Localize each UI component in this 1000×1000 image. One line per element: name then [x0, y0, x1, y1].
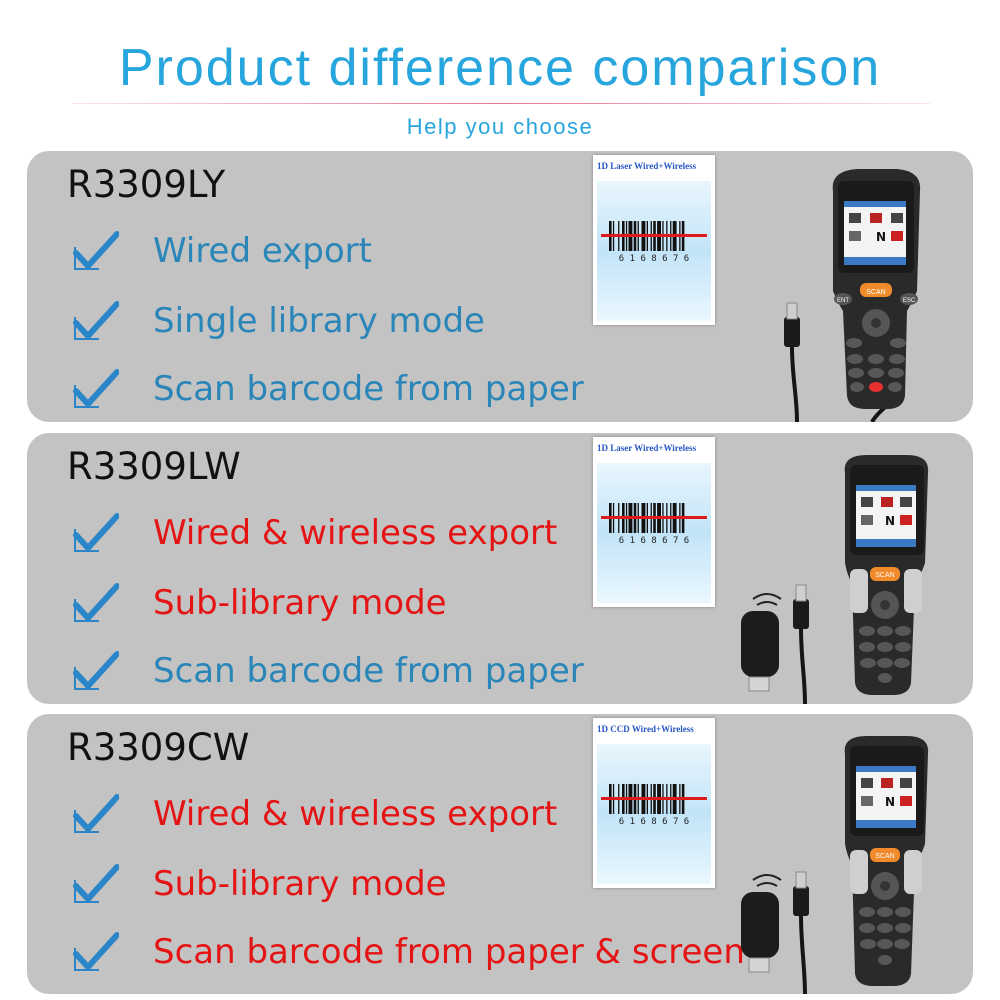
svg-text:ENT: ENT [837, 298, 849, 304]
barcode-area: 6 1 6 8 6 7 6 [597, 463, 711, 603]
card-label: 1D Laser Wired+Wireless [597, 161, 697, 171]
feature-text: Wired export [153, 231, 372, 271]
title-divider [72, 103, 930, 104]
check-icon [73, 369, 119, 408]
card-label: 1D Laser Wired+Wireless [597, 443, 697, 453]
feature-text: Wired & wireless export [153, 794, 558, 834]
check-icon [73, 651, 119, 690]
feature-text: Sub-library mode [153, 864, 447, 904]
product-panel-r3309ly: R3309LY Wired export Single library mode… [27, 151, 973, 422]
svg-text:SCAN: SCAN [875, 853, 894, 860]
check-icon [73, 583, 119, 622]
handheld-scanner-icon: N SCAN ENT ESC [832, 169, 921, 409]
check-icon [73, 932, 119, 971]
feature-text: Single library mode [153, 301, 485, 341]
device-illustration: N SCAN [741, 736, 929, 994]
feature-text: Wired & wireless export [153, 513, 558, 553]
model-name: R3309CW [67, 726, 250, 769]
barcode-card: 1D CCD Wired+Wireless 6 1 6 8 6 7 6 [593, 718, 715, 888]
barcode-digits: 6 1 6 8 6 7 6 [619, 536, 689, 546]
wireless-dongle-icon [741, 874, 782, 973]
barcode-icon: 6 1 6 8 6 7 6 [601, 221, 707, 264]
feature-text: Scan barcode from paper & screen [153, 932, 745, 972]
barcode-digits: 6 1 6 8 6 7 6 [619, 254, 689, 264]
svg-text:N: N [885, 514, 895, 528]
page-subtitle: Help you choose [406, 114, 594, 139]
barcode-icon: 6 1 6 8 6 7 6 [601, 503, 707, 546]
page-title: Product difference comparison [118, 39, 882, 97]
feature-text: Scan barcode from paper [153, 651, 584, 691]
model-name: R3309LW [67, 445, 241, 488]
laser-line [601, 234, 707, 237]
feature-text: Sub-library mode [153, 583, 447, 623]
check-icon [73, 864, 119, 903]
barcode-area: 6 1 6 8 6 7 6 [597, 181, 711, 321]
barcode-area: 6 1 6 8 6 7 6 [597, 744, 711, 884]
check-icon [73, 513, 119, 552]
svg-text:N: N [876, 230, 886, 244]
feature-text: Scan barcode from paper [153, 369, 584, 409]
usb-cable-icon [793, 871, 809, 994]
wireless-dongle-icon [741, 593, 782, 692]
check-icon [73, 794, 119, 833]
product-panel-r3309cw: R3309CW Wired & wireless export Sub-libr… [27, 714, 973, 994]
handheld-scanner-icon: N SCAN [844, 455, 929, 695]
barcode-digits: 6 1 6 8 6 7 6 [619, 817, 689, 827]
model-name: R3309LY [67, 163, 226, 206]
device-illustration: N SCAN ENT ESC [784, 169, 921, 422]
barcode-card: 1D Laser Wired+Wireless 6 1 6 8 6 7 6 [593, 155, 715, 325]
laser-line [601, 797, 707, 800]
usb-cable-icon [793, 584, 809, 704]
handheld-scanner-icon: N SCAN [844, 736, 929, 986]
svg-text:ESC: ESC [903, 298, 916, 304]
svg-text:N: N [885, 795, 895, 809]
device-illustration: N SCAN [741, 455, 929, 704]
card-label: 1D CCD Wired+Wireless [597, 724, 694, 734]
check-icon [73, 231, 119, 270]
svg-text:SCAN: SCAN [875, 572, 894, 579]
svg-text:SCAN: SCAN [866, 289, 885, 296]
laser-line [601, 516, 707, 519]
check-icon [73, 301, 119, 340]
usb-cable-icon [784, 302, 899, 422]
barcode-card: 1D Laser Wired+Wireless 6 1 6 8 6 7 6 [593, 437, 715, 607]
barcode-icon: 6 1 6 8 6 7 6 [601, 784, 707, 827]
product-panel-r3309lw: R3309LW Wired & wireless export Sub-libr… [27, 433, 973, 704]
